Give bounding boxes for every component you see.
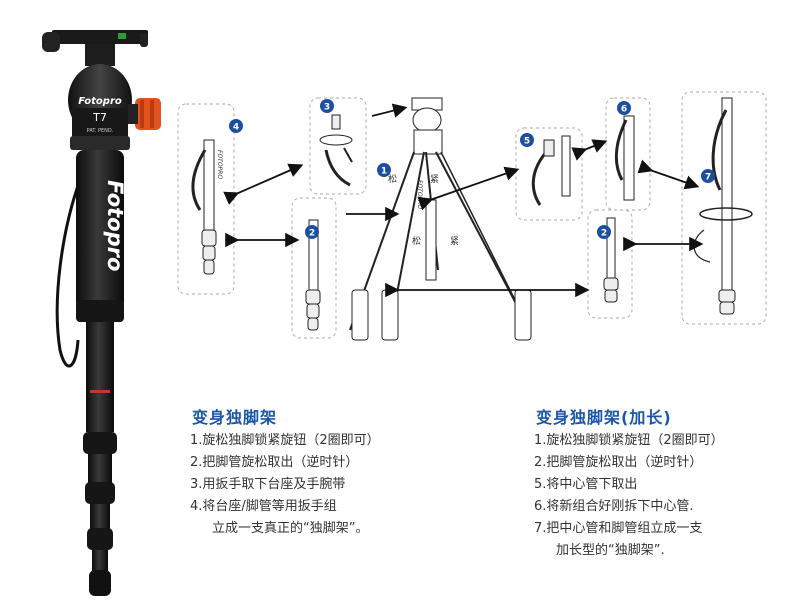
right-step-1: 1.旋松独脚锁紧旋钮（2圈即可）	[534, 433, 724, 448]
panel-step-2-right	[587, 209, 633, 319]
panel-step-5	[515, 127, 583, 221]
tighten-label-upper: 紧	[430, 174, 439, 185]
head-small-label: PAT. PEND.	[87, 128, 114, 134]
panel-step-7	[681, 91, 767, 325]
tighten-label-lower: 紧	[450, 236, 459, 247]
left-step-4-cont: 立成一支真正的“独脚架”。	[212, 521, 369, 536]
panel-5-parts	[531, 135, 571, 206]
loosen-label-upper: 松	[388, 173, 397, 185]
panel-6-monopod	[614, 115, 635, 201]
diagram-arrows	[223, 103, 704, 298]
step-badge-number: 3	[324, 103, 330, 113]
step-badge-number: 1	[381, 167, 387, 177]
panel-2-right-leg	[603, 217, 619, 303]
panel-2-left-leg	[305, 219, 321, 331]
model-label: T7	[92, 111, 107, 124]
tripod-brand-label: FOTOPRO	[416, 180, 423, 209]
head-brand-label: Fotopro	[78, 96, 122, 107]
step-badge-7: 7	[701, 169, 715, 183]
left-step-2: 2.把脚管旋松取出（逆时针）	[190, 455, 359, 470]
panel-step-2-left	[291, 197, 337, 339]
left-steps-list: 1.旋松独脚锁紧旋钮（2圈即可） 2.把脚管旋松取出（逆时针） 3.用扳手取下台…	[190, 430, 380, 540]
loosen-label-lower: 松	[412, 235, 421, 247]
panel-4-monopod: FOTOPRO	[191, 139, 223, 275]
svg-text:FOTOPRO: FOTOPRO	[216, 150, 223, 179]
right-step-7-cont: 加长型的“独脚架”.	[556, 543, 665, 558]
monopod-brand-label: Fotopro	[103, 180, 127, 271]
right-section-title: 变身独脚架(加长)	[536, 408, 672, 427]
right-step-7: 7.把中心管和脚管组立成一支	[534, 521, 703, 536]
step-badge-number: 2	[309, 229, 315, 239]
transformation-diagram: FOTOPRO	[177, 91, 767, 341]
left-step-3: 3.用扳手取下台座及手腕带	[190, 477, 346, 492]
step-badge-2: 2	[305, 225, 319, 239]
panel-3-parts	[319, 114, 353, 187]
step-badge-3: 3	[320, 99, 334, 113]
left-step-1: 1.旋松独脚锁紧旋钮（2圈即可）	[190, 433, 380, 448]
step-badges: 1 2 2 3 4 5 6 7	[229, 99, 715, 239]
monopod-product: Fotopro T7 PAT. PEND. Fotopro	[42, 30, 161, 596]
step-badge-number: 5	[524, 137, 530, 147]
right-steps-list: 1.旋松独脚锁紧旋钮（2圈即可） 2.把脚管旋松取出（逆时针） 5.将中心管下取…	[534, 430, 724, 562]
panel-7-assembly	[693, 97, 753, 315]
step-badge-1: 1	[377, 163, 391, 177]
left-step-4: 4.将台座/脚管等用扳手组	[190, 499, 337, 514]
tripod-drawing: FOTOPRO 松 紧 松 紧	[349, 97, 532, 341]
step-badge-4: 4	[229, 119, 243, 133]
panel-step-3	[309, 97, 367, 195]
step-badge-6: 6	[617, 101, 631, 115]
right-step-2: 2.把脚管旋松取出（逆时针）	[534, 455, 703, 470]
right-step-5: 5.将中心管下取出	[534, 477, 638, 492]
step-badge-5: 5	[520, 133, 534, 147]
step-badge-number: 2	[601, 229, 607, 239]
step-badge-2: 2	[597, 225, 611, 239]
step-badge-number: 7	[705, 173, 711, 183]
right-step-6: 6.将新组合好刚拆下中心管.	[534, 499, 694, 514]
left-section-title: 变身独脚架	[192, 408, 278, 427]
step-badge-number: 4	[233, 123, 239, 133]
panel-step-6	[605, 97, 651, 211]
step-badge-number: 6	[621, 105, 627, 115]
